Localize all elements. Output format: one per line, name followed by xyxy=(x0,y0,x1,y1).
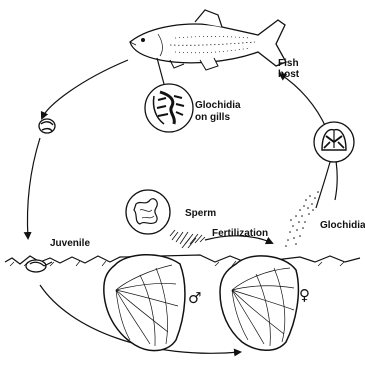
cycle-arrow-circle-to-glochidia xyxy=(316,162,330,208)
fertilization-label: Fertilization xyxy=(212,228,268,239)
female-symbol: ♀ xyxy=(299,286,310,304)
male-mussel-icon xyxy=(104,255,185,351)
glochidium-circle xyxy=(314,122,354,162)
sperm-circle xyxy=(126,190,170,234)
male-symbol: ♂ xyxy=(188,289,201,307)
gill-glochidia-circle xyxy=(145,84,193,132)
sperm-label: Sperm xyxy=(185,208,216,219)
riverbed-line xyxy=(5,255,360,264)
small-glochidium-icon xyxy=(39,119,55,133)
fish-icon xyxy=(130,10,286,70)
female-mussel-icon xyxy=(220,256,298,350)
cycle-arrow-fish-to-left xyxy=(42,60,128,118)
fish-host-label-line2: host xyxy=(278,69,300,80)
fish-host-label-line1: Fish xyxy=(278,58,299,69)
glochidia-label: Glochidia xyxy=(320,220,365,231)
glochidia-on-gills-label-line2: on gills xyxy=(195,112,230,123)
cycle-arrow-left-to-juvenile xyxy=(28,138,41,238)
juvenile-mussel-icon xyxy=(26,260,52,272)
gill-connector xyxy=(157,58,164,84)
glochidia-release-dots xyxy=(285,191,319,247)
sperm-cloud xyxy=(170,230,205,248)
glochidia-on-gills-label-line1: Glochidia xyxy=(195,100,241,111)
juvenile-label: Juvenile xyxy=(50,238,90,249)
